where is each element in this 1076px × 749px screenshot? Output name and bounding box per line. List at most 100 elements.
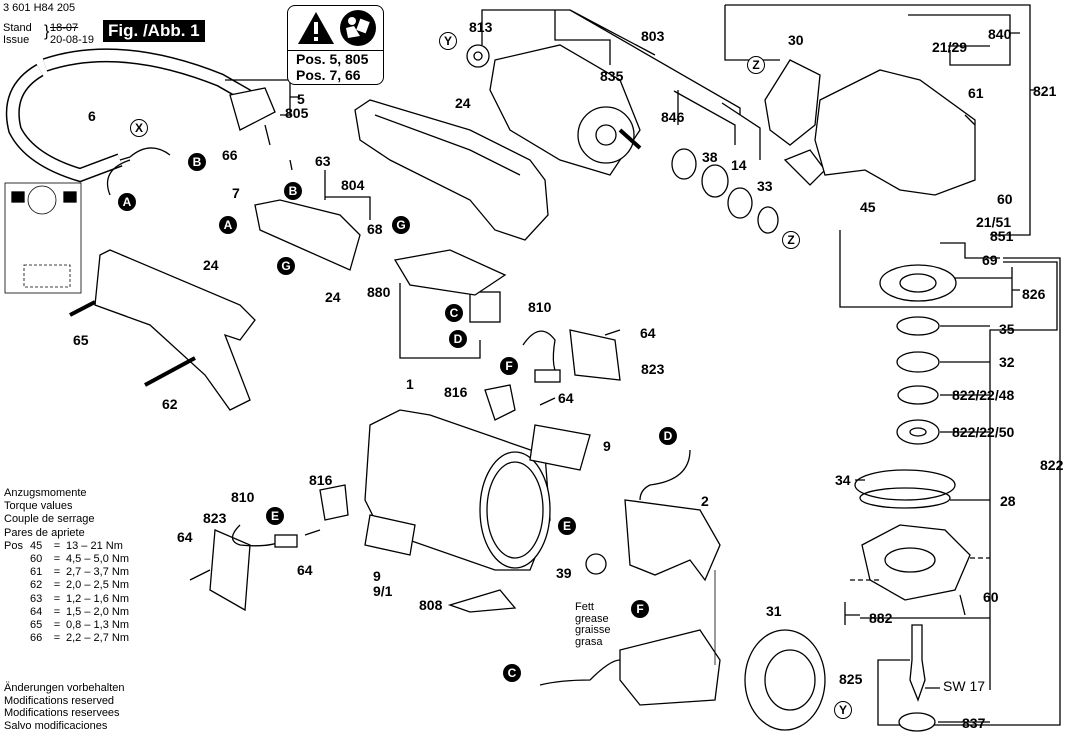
part-label-837: 837 — [962, 715, 986, 731]
part-label-810-bottom: 810 — [231, 489, 255, 505]
issue-label: Issue — [3, 34, 30, 46]
connector-z-gear: Z — [747, 56, 765, 74]
connector-e-brush: E — [266, 507, 284, 525]
torque-row: 64=1,5 – 2,0 Nm — [30, 605, 129, 618]
gear-housing — [814, 69, 976, 196]
note-de: Änderungen vorbehalten — [4, 682, 125, 694]
part-label-33: 33 — [757, 178, 773, 194]
torque-row: 63=1,2 – 1,6 Nm — [30, 592, 129, 605]
part-label-840: 840 — [988, 26, 1012, 42]
warning-triangle-icon — [298, 10, 376, 46]
part-label-64-bottom: 64 — [297, 562, 313, 578]
connector-c-coil: C — [503, 664, 521, 682]
connector-z-bearing: Z — [782, 231, 800, 249]
part-label-835: 835 — [600, 68, 624, 84]
connector-e-coil: E — [558, 517, 576, 535]
torque-title-de: Anzugsmomente — [4, 487, 87, 499]
handle-upper-half — [354, 99, 549, 241]
part-label-813: 813 — [469, 19, 493, 35]
bearing-813 — [466, 44, 490, 68]
part-label-2: 2 — [701, 493, 709, 509]
part-label-60-bottom: 60 — [983, 589, 999, 605]
part-label-66: 66 — [222, 147, 238, 163]
connector-d-module: D — [449, 330, 467, 348]
connector-a-switch: A — [219, 216, 237, 234]
part-label-816-top: 816 — [444, 384, 468, 400]
part-label-7: 7 — [232, 185, 240, 201]
part-number: 3 601 H84 205 — [3, 2, 76, 14]
warning-line-2: Pos. 7, 66 — [296, 67, 361, 83]
part-label-24-switch: 24 — [325, 289, 341, 305]
part-label-60-top: 60 — [997, 191, 1013, 207]
connector-c-module: C — [445, 304, 463, 322]
torque-row: 61=2,7 – 3,7 Nm — [30, 566, 129, 579]
connector-x: X — [130, 119, 148, 137]
part-label-31: 31 — [766, 603, 782, 619]
part-label-39: 39 — [556, 565, 572, 581]
read-manual-icon — [340, 10, 376, 46]
part-label-822-22-48: 822/22/48 — [952, 387, 1015, 403]
connector-b-cord: B — [188, 153, 206, 171]
torque-table: Anzugsmomente Torque values Couple de se… — [4, 487, 129, 645]
part-label-880: 880 — [367, 284, 391, 300]
part-label-822-22-50: 822/22/50 — [952, 424, 1015, 440]
part-label-45: 45 — [860, 199, 876, 215]
connector-d-coil: D — [659, 427, 677, 445]
part-label-805: 805 — [285, 105, 309, 121]
part-label-21-51: 21/51 — [976, 214, 1012, 230]
part-label-32: 32 — [999, 354, 1015, 370]
part-label-34: 34 — [835, 472, 851, 488]
torque-row: 66=2,2 – 2,7 Nm — [30, 632, 129, 645]
torque-title-en: Torque values — [4, 500, 73, 513]
part-label-35: 35 — [999, 321, 1015, 337]
bevel-gear-826 — [879, 264, 957, 302]
part-label-62: 62 — [162, 396, 178, 412]
connector-g-switch: G — [277, 257, 295, 275]
note-en: Modifications reserved — [4, 694, 115, 707]
note-es: Salvo modificaciones — [4, 719, 108, 732]
part-label-823-top: 823 — [641, 361, 665, 377]
stand-label: Stand — [3, 22, 32, 34]
part-label-68: 68 — [367, 221, 383, 237]
part-label-803: 803 — [641, 28, 665, 44]
spindle — [909, 624, 926, 702]
old-date: 18-07 — [50, 22, 79, 34]
switch-assembly — [254, 199, 361, 271]
part-label-24-top: 24 — [455, 95, 471, 111]
torque-title-es: Pares de apriete — [4, 526, 85, 539]
part-label-69: 69 — [982, 252, 998, 268]
part-label-63: 63 — [315, 153, 331, 169]
figure-label: Fig. /Abb. 1 — [103, 20, 205, 42]
part-label-823-bottom: 823 — [203, 510, 227, 526]
part-label-30: 30 — [788, 32, 804, 48]
warning-box: Pos. 5, 805 Pos. 7, 66 — [287, 5, 384, 85]
modification-notes: Änderungen vorbehalten Modifications res… — [4, 682, 124, 732]
handle-lower-half — [94, 249, 256, 411]
brace: } — [44, 23, 50, 40]
part-label-804: 804 — [341, 177, 365, 193]
part-label-64-left: 64 — [177, 529, 193, 545]
bevel-gear-30 — [764, 59, 821, 146]
connector-f-coil: F — [631, 600, 649, 618]
part-label-14: 14 — [731, 157, 747, 173]
connector-b-switch: B — [284, 182, 302, 200]
bearing-822-22-50 — [896, 419, 940, 445]
part-label-846: 846 — [661, 109, 685, 125]
part-label-6: 6 — [88, 108, 96, 124]
issue-date: 20-08-19 — [50, 34, 95, 46]
part-label-38: 38 — [702, 149, 718, 165]
part-label-808: 808 — [419, 597, 443, 613]
part-label-9-top: 9 — [603, 438, 611, 454]
part-label-24-handle: 24 — [203, 257, 219, 273]
part-label-822: 822 — [1040, 457, 1064, 473]
power-cord — [5, 63, 123, 183]
part-label-882: 882 — [869, 610, 893, 626]
part-label-64-mid: 64 — [558, 390, 574, 406]
connector-g-wire: G — [392, 216, 410, 234]
note-fr: Modifications reservees — [4, 707, 120, 720]
connector-a-cord: A — [118, 193, 136, 211]
part-label-5: 5 — [297, 91, 305, 107]
switch-module — [399, 283, 481, 359]
